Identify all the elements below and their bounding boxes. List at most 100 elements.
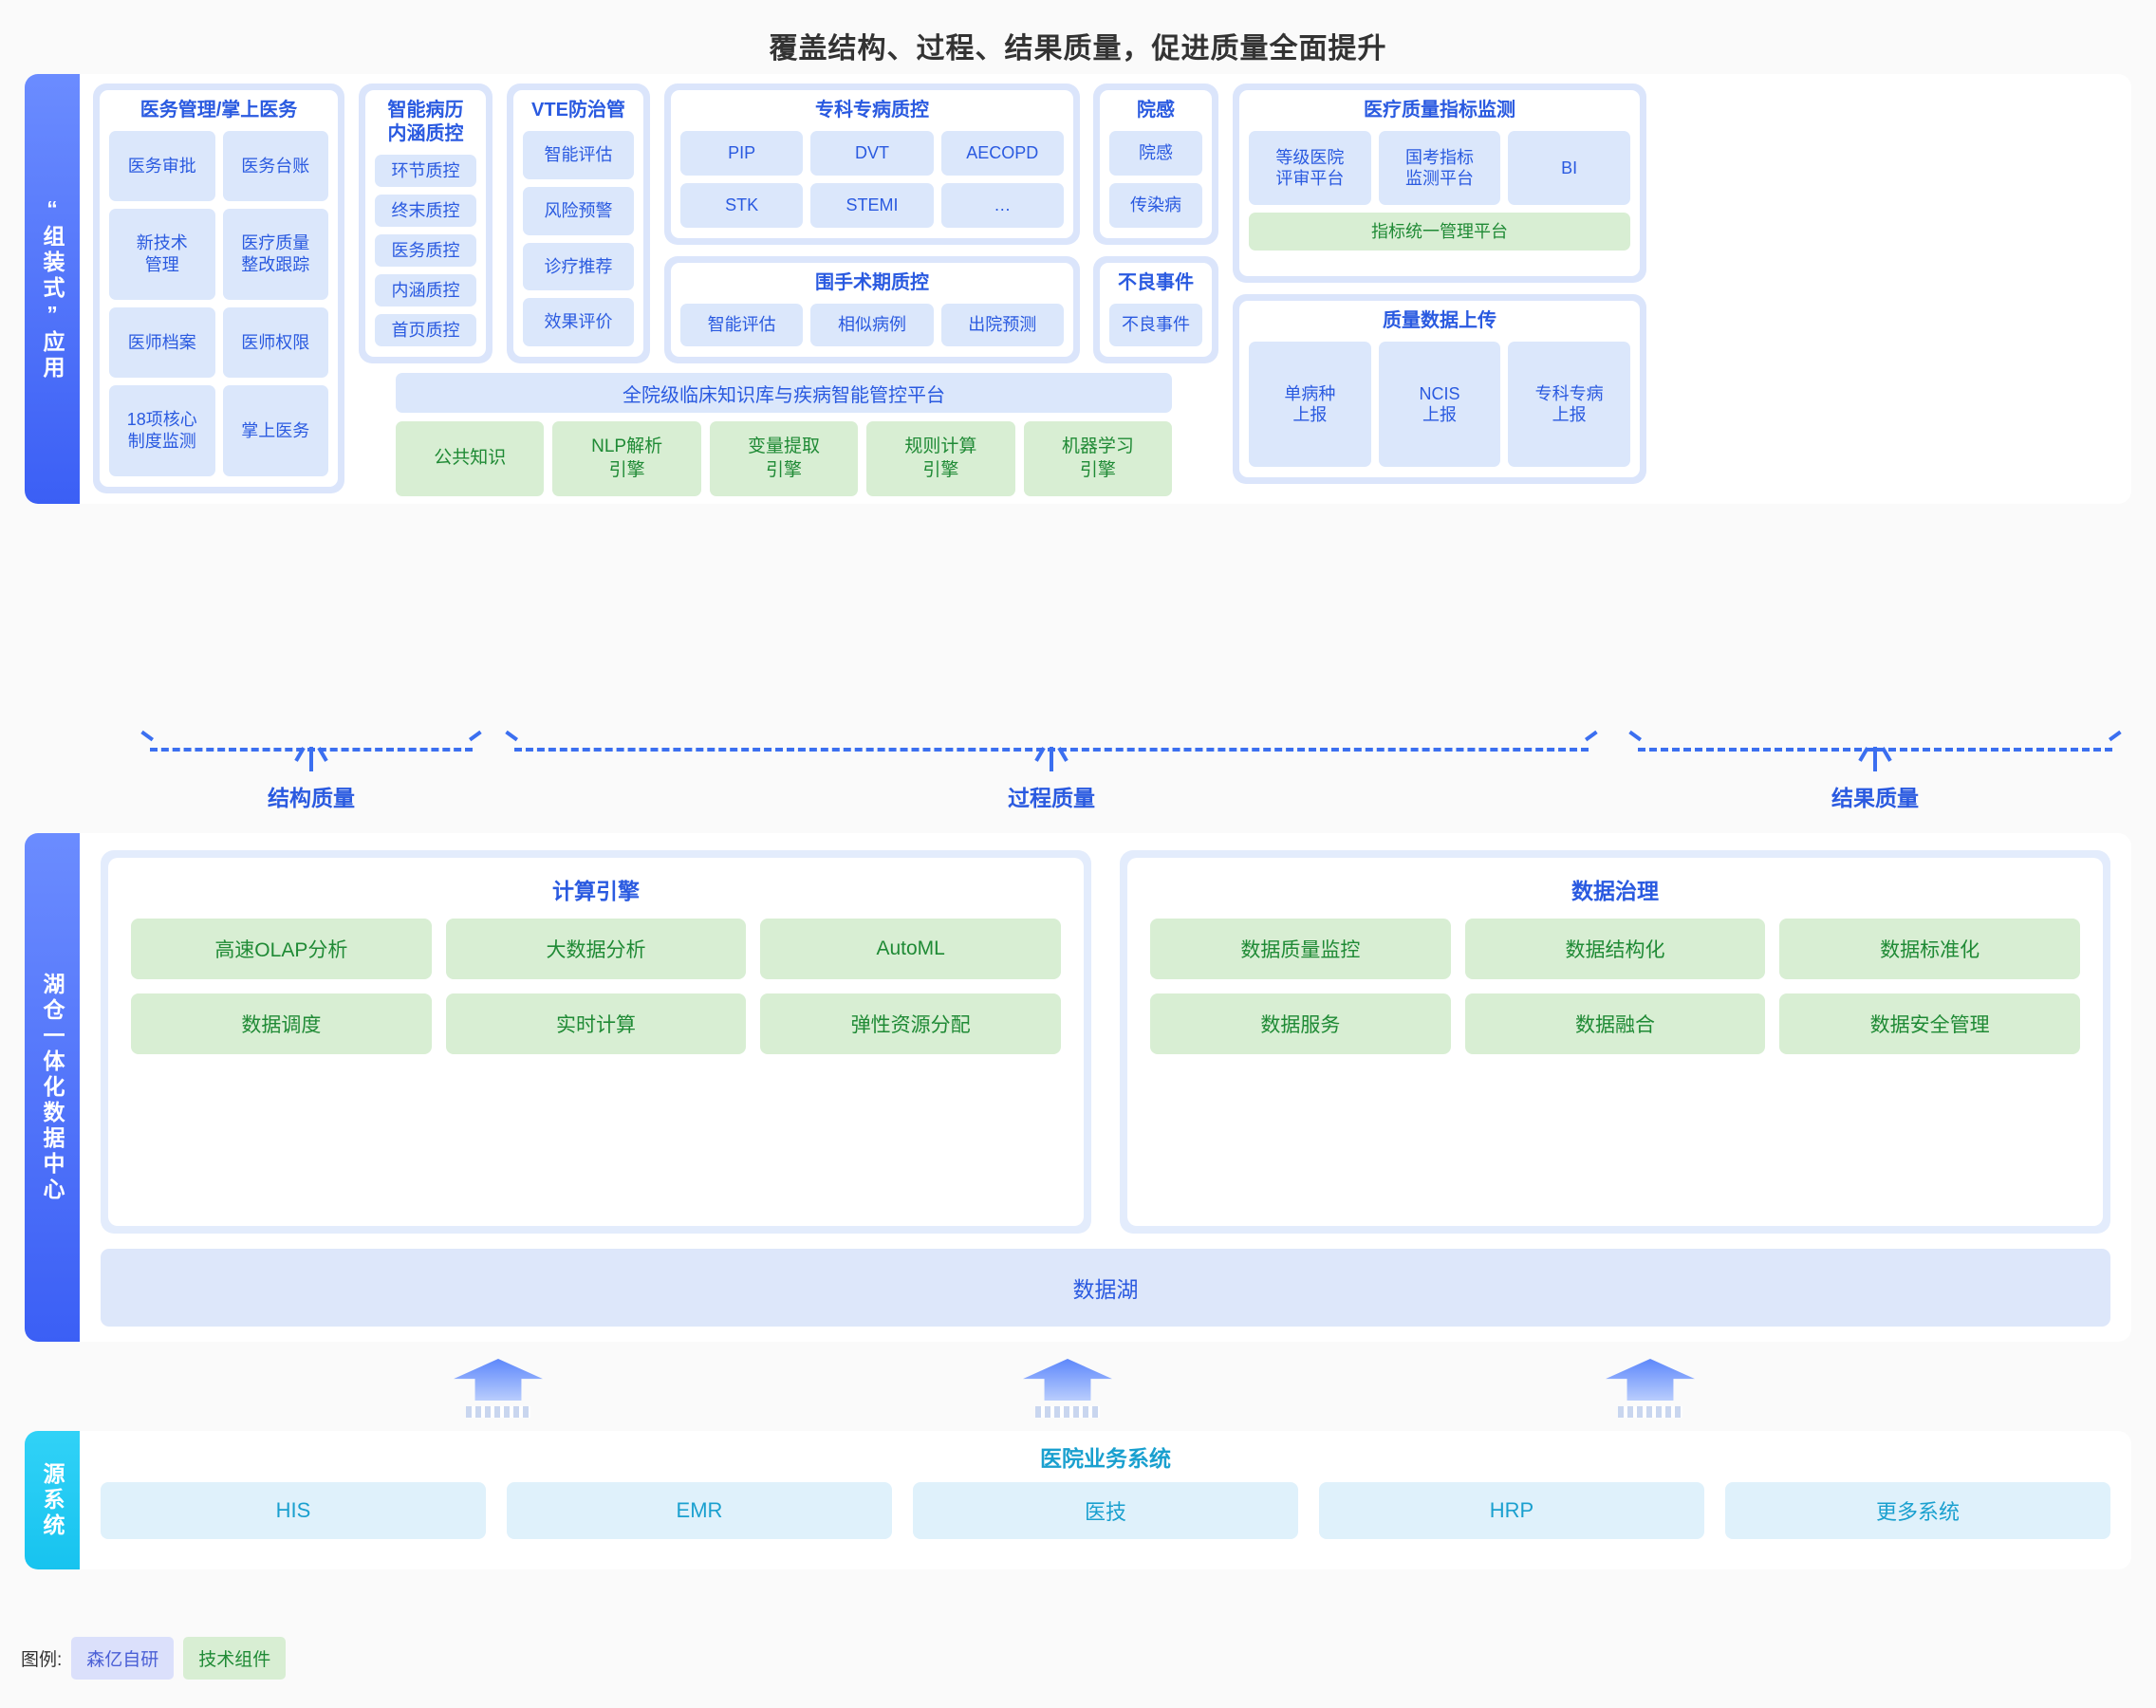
engine-variable-extraction[interactable]: 变量提取 引擎 bbox=[709, 421, 859, 496]
chipgrid-specialty-disease: PIP DVT AECOPD STK STEMI … bbox=[680, 131, 1064, 228]
panel-compute-engine[interactable]: 计算引擎 高速OLAP分析 大数据分析 AutoML 数据调度 实时计算 弹性资… bbox=[101, 850, 1091, 1234]
chip-hrp[interactable]: HRP bbox=[1319, 1482, 1704, 1539]
chip-vte-smart-assess[interactable]: 智能评估 bbox=[523, 131, 634, 179]
chip-process-qc[interactable]: 环节质控 bbox=[375, 155, 476, 187]
chip-data-service[interactable]: 数据服务 bbox=[1150, 993, 1451, 1054]
engine-public-knowledge[interactable]: 公共知识 bbox=[396, 421, 545, 496]
chip-dvt[interactable]: DVT bbox=[810, 131, 934, 176]
card-adverse-event[interactable]: 不良事件 不良事件 bbox=[1093, 256, 1218, 363]
chip-pip[interactable]: PIP bbox=[680, 131, 804, 176]
engine-rule-computation[interactable]: 规则计算 引擎 bbox=[866, 421, 1015, 496]
label-outcome-quality: 结果质量 bbox=[1831, 786, 1919, 810]
chip-bi[interactable]: BI bbox=[1508, 131, 1630, 206]
chip-medical-approval[interactable]: 医务审批 bbox=[109, 131, 215, 201]
card-vte[interactable]: VTE防治管 智能评估 风险预警 诊疗推荐 效果评价 bbox=[507, 84, 650, 363]
card-emr-quality[interactable]: 智能病历 内涵质控 环节质控 终末质控 医务质控 内涵质控 首页质控 bbox=[359, 84, 493, 363]
card-title-medical-admin: 医务管理/掌上医务 bbox=[139, 100, 298, 121]
engine-row: 公共知识 NLP解析 引擎 变量提取 引擎 规则计算 引擎 机器学习 引擎 bbox=[396, 421, 1173, 496]
chip-medical-ledger[interactable]: 医务台账 bbox=[222, 131, 328, 201]
card-infection[interactable]: 院感 院感 传染病 bbox=[1093, 84, 1218, 245]
application-layer-rail: “组装式”应用 bbox=[25, 74, 80, 504]
source-systems-rail-label: 源系统 bbox=[40, 1461, 65, 1539]
chip-ncis-report[interactable]: NCIS 上报 bbox=[1378, 342, 1501, 467]
card-specialty-disease[interactable]: 专科专病质控 PIP DVT AECOPD STK STEMI … bbox=[664, 84, 1080, 245]
chip-elastic-resource[interactable]: 弹性资源分配 bbox=[760, 993, 1061, 1054]
source-systems-body: 医院业务系统 HIS EMR 医技 HRP 更多系统 bbox=[80, 1431, 2131, 1569]
chip-periop-similar-case[interactable]: 相似病例 bbox=[810, 304, 934, 346]
knowledge-platform-bar[interactable]: 全院级临床知识库与疾病智能管控平台 bbox=[396, 373, 1172, 413]
chip-automl[interactable]: AutoML bbox=[760, 919, 1061, 979]
chip-new-tech-mgmt[interactable]: 新技术 管理 bbox=[109, 208, 215, 300]
knowledge-platform-group: 全院级临床知识库与疾病智能管控平台 公共知识 NLP解析 引擎 变量提取 引擎 … bbox=[396, 373, 1173, 496]
chip-hospital-accreditation[interactable]: 等级医院 评审平台 bbox=[1249, 131, 1371, 206]
chip-connotation-qc[interactable]: 内涵质控 bbox=[375, 274, 476, 306]
data-center-rail: 湖仓一体化数据中心 bbox=[25, 833, 80, 1342]
chipgrid-quality-indicator: 等级医院 评审平台 国考指标 监测平台 BI 指标统一管理平台 bbox=[1249, 131, 1630, 266]
bracket-stem-icon bbox=[1873, 747, 1877, 771]
card-title-perioperative: 围手术期质控 bbox=[815, 272, 929, 293]
card-title-specialty-disease: 专科专病质控 bbox=[815, 100, 929, 121]
card-perioperative[interactable]: 围手术期质控 智能评估 相似病例 出院预测 bbox=[664, 256, 1080, 363]
chip-mobile-medical[interactable]: 掌上医务 bbox=[222, 384, 328, 476]
chip-data-security-mgmt[interactable]: 数据安全管理 bbox=[1779, 993, 2080, 1054]
chip-vte-effect-eval[interactable]: 效果评价 bbox=[523, 298, 634, 346]
engine-machine-learning[interactable]: 机器学习 引擎 bbox=[1023, 421, 1173, 496]
chip-bigdata-analysis[interactable]: 大数据分析 bbox=[445, 919, 747, 979]
upward-arrow-icon-2 bbox=[1023, 1359, 1112, 1418]
chip-infectious-disease[interactable]: 传染病 bbox=[1109, 183, 1202, 228]
chip-unified-indicator-platform[interactable]: 指标统一管理平台 bbox=[1249, 213, 1630, 251]
bracket-structure-quality: 结构质量 bbox=[135, 730, 488, 812]
chip-emr[interactable]: EMR bbox=[507, 1482, 892, 1539]
chip-quality-rectify-track[interactable]: 医疗质量 整改跟踪 bbox=[222, 208, 328, 300]
label-structure-quality: 结构质量 bbox=[268, 786, 355, 810]
chip-realtime-compute[interactable]: 实时计算 bbox=[445, 993, 747, 1054]
panel-data-governance[interactable]: 数据治理 数据质量监控 数据结构化 数据标准化 数据服务 数据融合 数据安全管理 bbox=[1120, 850, 2110, 1234]
card-title-quality-indicator: 医疗质量指标监测 bbox=[1364, 100, 1515, 121]
legend-item-tech-component: 技术组件 bbox=[183, 1637, 287, 1680]
chip-periop-discharge-predict[interactable]: 出院预测 bbox=[940, 304, 1064, 346]
card-quality-upload[interactable]: 质量数据上传 单病种 上报 NCIS 上报 专科专病 上报 bbox=[1233, 294, 1646, 484]
chip-data-structuring[interactable]: 数据结构化 bbox=[1464, 919, 1766, 979]
chip-medical-affairs-qc[interactable]: 医务质控 bbox=[375, 234, 476, 267]
application-layer-section: “组装式”应用 医务管理/掌上医务 医务审批 医务台账 新技术 管理 医疗质量 … bbox=[25, 74, 2131, 504]
bracket-stem-icon bbox=[309, 747, 313, 771]
panel-title-data-governance: 数据治理 bbox=[1571, 879, 1659, 903]
chip-vte-risk-alert[interactable]: 风险预警 bbox=[523, 186, 634, 235]
chip-more-systems[interactable]: 更多系统 bbox=[1725, 1482, 2110, 1539]
chip-vte-treatment-rec[interactable]: 诊疗推荐 bbox=[523, 242, 634, 291]
chip-medical-technology[interactable]: 医技 bbox=[913, 1482, 1298, 1539]
chip-stk[interactable]: STK bbox=[680, 183, 804, 228]
chip-homepage-qc[interactable]: 首页质控 bbox=[375, 314, 476, 346]
chip-data-standardization[interactable]: 数据标准化 bbox=[1779, 919, 2080, 979]
chip-physician-privilege[interactable]: 医师权限 bbox=[222, 307, 328, 378]
legend-item-self-developed: 森亿自研 bbox=[71, 1637, 175, 1680]
label-process-quality: 过程质量 bbox=[1008, 786, 1095, 810]
data-center-rail-label: 湖仓一体化数据中心 bbox=[40, 972, 65, 1203]
chip-adverse-event[interactable]: 不良事件 bbox=[1109, 304, 1202, 346]
chipgrid-adverse-event: 不良事件 bbox=[1109, 304, 1202, 346]
engine-nlp[interactable]: NLP解析 引擎 bbox=[552, 421, 701, 496]
chip-periop-smart-assess[interactable]: 智能评估 bbox=[680, 304, 804, 346]
card-medical-admin[interactable]: 医务管理/掌上医务 医务审批 医务台账 新技术 管理 医疗质量 整改跟踪 医师档… bbox=[93, 84, 344, 493]
chip-physician-file[interactable]: 医师档案 bbox=[109, 307, 215, 378]
chip-olap-analysis[interactable]: 高速OLAP分析 bbox=[131, 919, 432, 979]
chip-specialty-report[interactable]: 专科专病 上报 bbox=[1508, 342, 1630, 467]
card-quality-indicator[interactable]: 医疗质量指标监测 等级医院 评审平台 国考指标 监测平台 BI 指标统一管理平台 bbox=[1233, 84, 1646, 283]
chip-data-fusion[interactable]: 数据融合 bbox=[1464, 993, 1766, 1054]
chip-18-core-systems[interactable]: 18项核心 制度监测 bbox=[109, 384, 215, 476]
chip-aecopd[interactable]: AECOPD bbox=[940, 131, 1064, 176]
chip-his[interactable]: HIS bbox=[101, 1482, 486, 1539]
source-systems-section: 源系统 医院业务系统 HIS EMR 医技 HRP 更多系统 bbox=[25, 1431, 2131, 1569]
chip-single-disease-report[interactable]: 单病种 上报 bbox=[1249, 342, 1371, 467]
chip-stemi[interactable]: STEMI bbox=[810, 183, 934, 228]
chip-national-indicator-platform[interactable]: 国考指标 监测平台 bbox=[1378, 131, 1501, 206]
chip-data-scheduling[interactable]: 数据调度 bbox=[131, 993, 432, 1054]
legend-label: 图例: bbox=[21, 1650, 63, 1670]
card-title-emr-quality: 智能病历 内涵质控 bbox=[387, 100, 464, 144]
chip-terminal-qc[interactable]: 终末质控 bbox=[375, 195, 476, 227]
chip-infection-control[interactable]: 院感 bbox=[1109, 131, 1202, 176]
chip-specialty-more[interactable]: … bbox=[940, 183, 1064, 228]
data-lake-bar[interactable]: 数据湖 bbox=[101, 1249, 2110, 1327]
bracket-tip-left-icon bbox=[1623, 730, 1642, 750]
chip-data-quality-monitor[interactable]: 数据质量监控 bbox=[1150, 919, 1451, 979]
